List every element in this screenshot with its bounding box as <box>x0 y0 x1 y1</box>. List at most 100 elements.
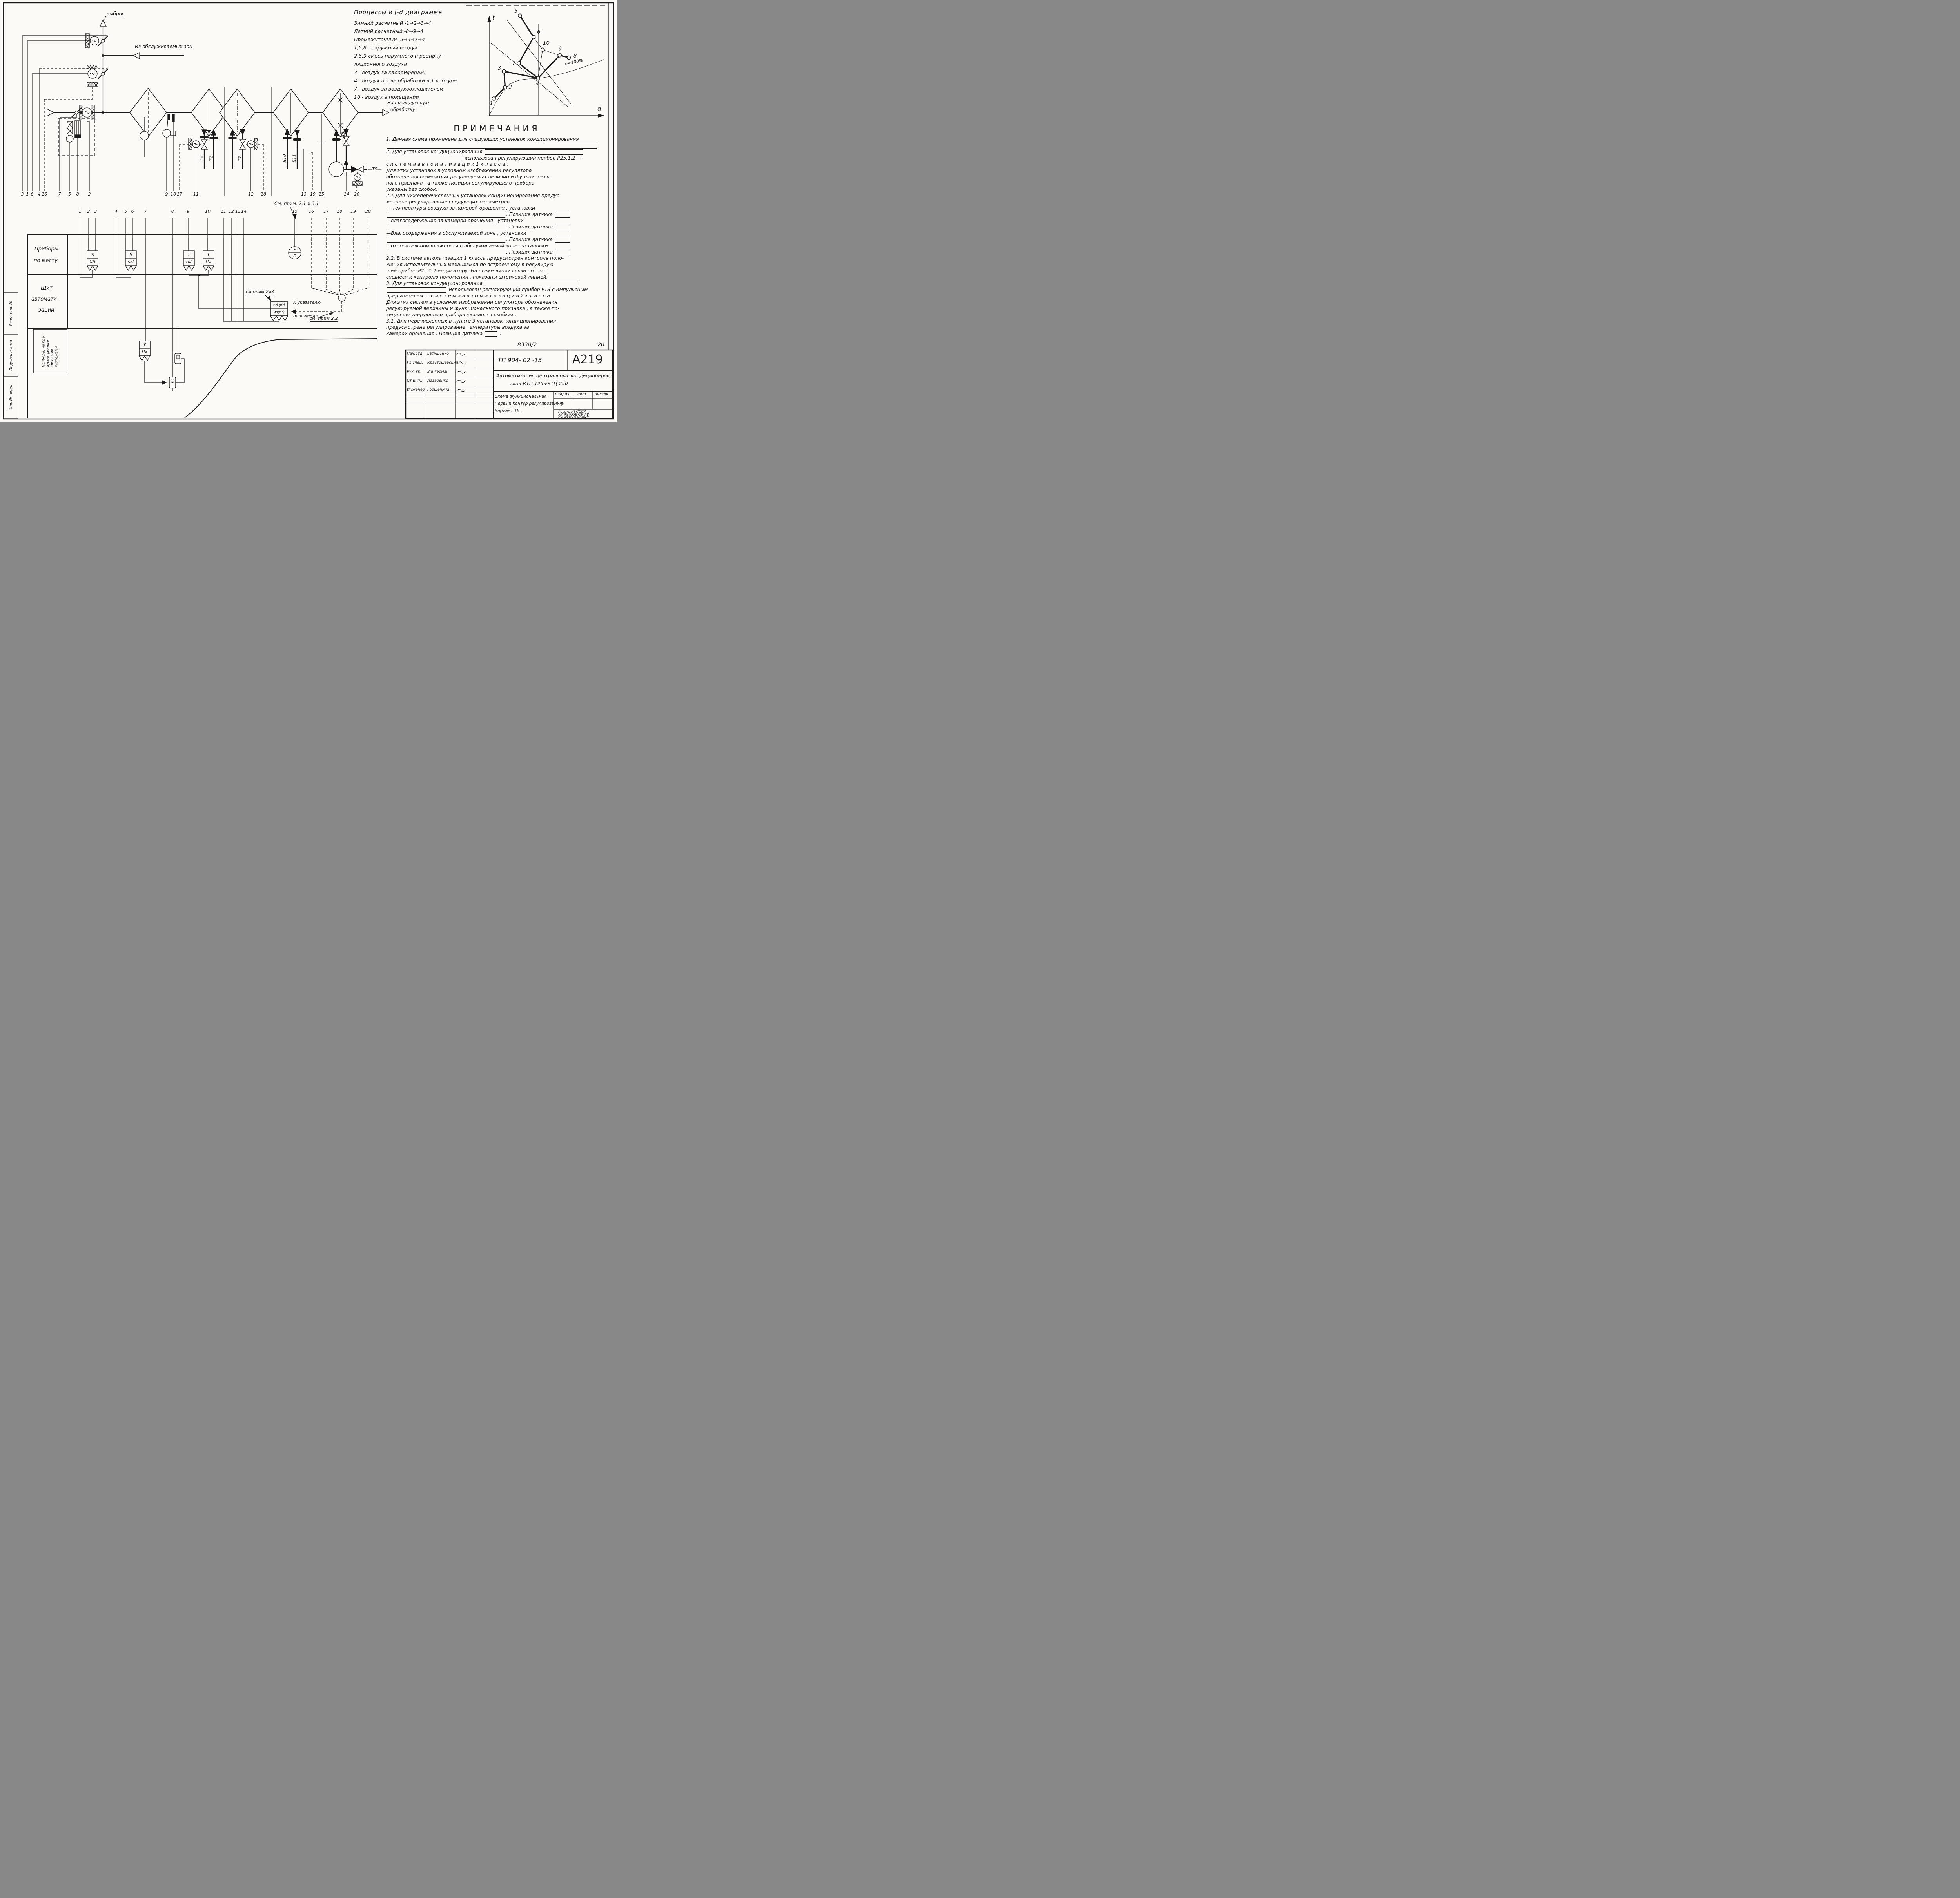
position-number: 4 <box>38 192 41 197</box>
axis-t-label: t <box>492 14 495 21</box>
tb-stage-v: Р <box>561 401 564 407</box>
pipe-label-b10: В10 <box>282 154 287 163</box>
legend-line: Промежуточный -5→6→7→4 <box>354 36 425 42</box>
line-number: 12 <box>229 209 234 214</box>
legend-title: Процессы в J-d диаграмме <box>354 9 443 16</box>
heater2-piping <box>228 129 263 191</box>
note-line: 2.1 Для нижеперечисленных установок конд… <box>386 192 610 199</box>
heater1-piping <box>180 129 218 191</box>
note-line: 1. Данная схема применена для следующих … <box>386 136 610 142</box>
pipe-label-t5: —Т5— <box>368 167 382 172</box>
note-text: 3. Для установок кондиционирования <box>386 281 484 286</box>
regulator <box>270 301 288 321</box>
note-line: —влагосодержания за камерой орошения , у… <box>386 218 610 224</box>
fill-in-box <box>555 237 570 243</box>
sensor-icon <box>140 131 149 140</box>
fill-in-box <box>387 155 462 161</box>
line-number: 15 <box>292 209 298 214</box>
thermometer-icon <box>167 114 170 120</box>
note-line: обозначения возможных регулируемых велич… <box>386 174 610 180</box>
tb-name: Евтушенко <box>427 352 449 356</box>
instrument-letter: S <box>129 252 132 257</box>
to-indicator-label: К указателю <box>293 300 321 305</box>
to-indicator-label2: положения <box>293 314 318 318</box>
position-number: 20 <box>354 192 359 197</box>
tb-role: Рук. гр. <box>407 370 422 374</box>
note-line: . Позиция датчика <box>386 224 610 230</box>
note-text: 3.1. Для перечисленных в пункте 3 устано… <box>386 318 556 324</box>
line-number: 20 <box>365 209 371 214</box>
position-number: 16 <box>42 192 47 197</box>
note-text: ного признака , а также позиция регулиру… <box>386 180 535 186</box>
three-way-valve-icon <box>357 165 364 173</box>
note-text: сящиеся к контролю положения , показаны … <box>386 274 548 280</box>
position-number: 12 <box>248 192 254 197</box>
fill-in-box <box>485 149 584 155</box>
note-text: щий прибор Р25.1.2 индикатору. На схеме … <box>386 268 544 274</box>
line-number: 18 <box>337 209 342 214</box>
stamp-cell: Взам. инв. № <box>9 301 13 326</box>
process-path <box>493 70 539 99</box>
note-text: — температуры воздуха за камерой орошени… <box>386 205 535 211</box>
tb-role: Гл.спец. <box>407 361 423 365</box>
note-line: Для этих систем в условном изображении р… <box>386 299 610 305</box>
note-line: щий прибор Р25.1.2 индикатору. На схеме … <box>386 268 610 274</box>
sheet-number: 20 <box>597 342 604 348</box>
notes-body: 1. Данная схема применена для следующих … <box>386 136 610 337</box>
position-indication-lines <box>292 186 368 312</box>
position-number: 11 <box>193 192 199 197</box>
note-line: использован регулирующий прибор Р25.1.2 … <box>386 155 610 161</box>
tb-org3: САНТЕХПРОЕКТ <box>558 416 590 420</box>
legend-line: Зимний расчетный -1→2→3→4 <box>354 20 431 26</box>
chart-point-label: 5 <box>514 8 517 14</box>
note-text: с и с т е м а а в т о м а т и з а ц и и … <box>386 161 508 167</box>
pump-icon <box>328 161 344 177</box>
table-row1-label2: по месту <box>34 258 58 264</box>
note-text: 1. Данная схема применена для следующих … <box>386 136 579 142</box>
legend-line: 10 - воздух в помещении <box>354 94 419 100</box>
note-text: 2.1 Для нижеперечисленных установок конд… <box>386 193 561 198</box>
legend-line: 4 - воздух после обработки в 1 контуре <box>354 78 457 83</box>
note-text: Для этих систем в условном изображении р… <box>386 299 557 305</box>
tb-role: Ст.инж. <box>407 379 423 383</box>
valve-icon <box>342 136 350 146</box>
tb-title1: Автоматизация центральных кондиционеров <box>496 373 610 379</box>
note-line: 2. Для установок кондиционирования <box>386 149 610 155</box>
line-number: 9 <box>187 209 190 214</box>
pipe-label-t2: Т2 <box>199 156 204 161</box>
position-number: 17 <box>177 192 182 197</box>
fill-in-box <box>555 212 570 218</box>
tb-title2: типа КТЦ-125÷КТЦ-250 <box>510 381 568 386</box>
line-number: 7 <box>144 209 147 214</box>
tb-org1: Госстрой СССР <box>558 410 586 414</box>
note-text: использован регулирующий прибор Р25.1.2 … <box>463 155 582 161</box>
position-number: 2 <box>88 192 91 197</box>
note-line: —относительной влажности в обслуживаемой… <box>386 243 610 249</box>
legend-line: 7 - воздух за воздухоохладителем <box>354 86 444 92</box>
instrument-letter: У <box>143 342 146 347</box>
note-text: —относительной влажности в обслуживаемой… <box>386 243 548 248</box>
flex-insert-icon <box>87 82 98 87</box>
note-line: камерой орошения . Позиция датчика . <box>386 330 610 337</box>
instrument-code: ПЗ <box>186 259 192 264</box>
position-number: 19 <box>310 192 316 197</box>
note-text: . Позиция датчика <box>506 237 555 242</box>
tb-name: Лазаренко <box>427 379 448 383</box>
note-text: 2. Для установок кондиционирования <box>386 149 484 154</box>
exhaust-label: выброс <box>107 11 125 17</box>
note-line: мотрена регулирование следующих параметр… <box>386 199 610 205</box>
fill-in-box <box>387 237 505 243</box>
position-number: 5 <box>68 192 71 197</box>
line-number: 16 <box>309 209 314 214</box>
air-outlet-arrow-icon <box>382 109 390 116</box>
local-instruments <box>87 238 301 271</box>
note-text: предусмотрена регулирование температуры … <box>386 324 529 330</box>
line-number: 10 <box>205 209 211 214</box>
tb-name: Горшенина <box>427 388 450 392</box>
line-number: 14 <box>241 209 247 214</box>
legend-line: Летний расчетный -8→9→4 <box>354 28 424 34</box>
line-number: 11 <box>221 209 226 214</box>
table-frame <box>27 234 377 418</box>
